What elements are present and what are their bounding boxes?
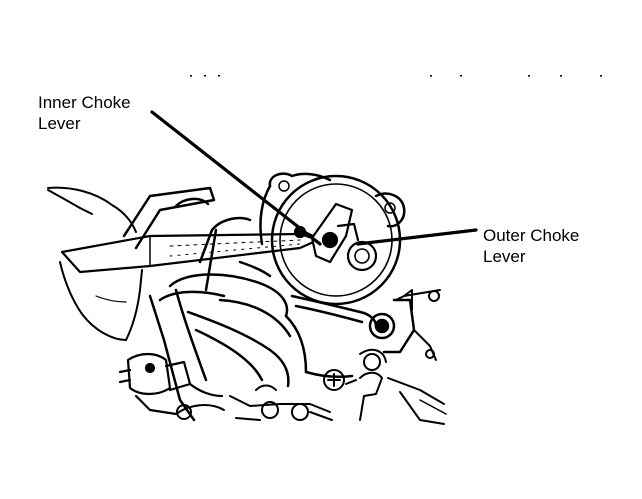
scan-speckles	[190, 75, 602, 77]
inner-choke-label-line1: Inner Choke	[38, 93, 131, 112]
inner-choke-label-line2: Lever	[38, 114, 81, 133]
linkage-rods	[122, 186, 216, 250]
lower-left-parts	[118, 352, 224, 416]
outer-choke-label-line1: Outer Choke	[483, 226, 580, 245]
bottom-linkage	[175, 384, 333, 421]
leader-lines	[150, 110, 478, 246]
outer-choke-label-line2: Lever	[483, 247, 526, 266]
choke-housing	[259, 172, 406, 306]
choke-levers	[293, 202, 378, 272]
outer-choke-leader	[356, 228, 478, 246]
screw	[323, 369, 357, 391]
carburetor-body	[148, 216, 354, 422]
inner-choke-lever-label: Inner Choke Lever	[38, 92, 131, 134]
hand-outline	[47, 186, 143, 341]
outer-choke-lever-label: Outer Choke Lever	[483, 225, 579, 267]
screwdriver	[60, 232, 320, 274]
fuel-line	[290, 294, 416, 354]
inner-choke-leader	[150, 110, 322, 246]
right-side-parts	[359, 289, 447, 425]
